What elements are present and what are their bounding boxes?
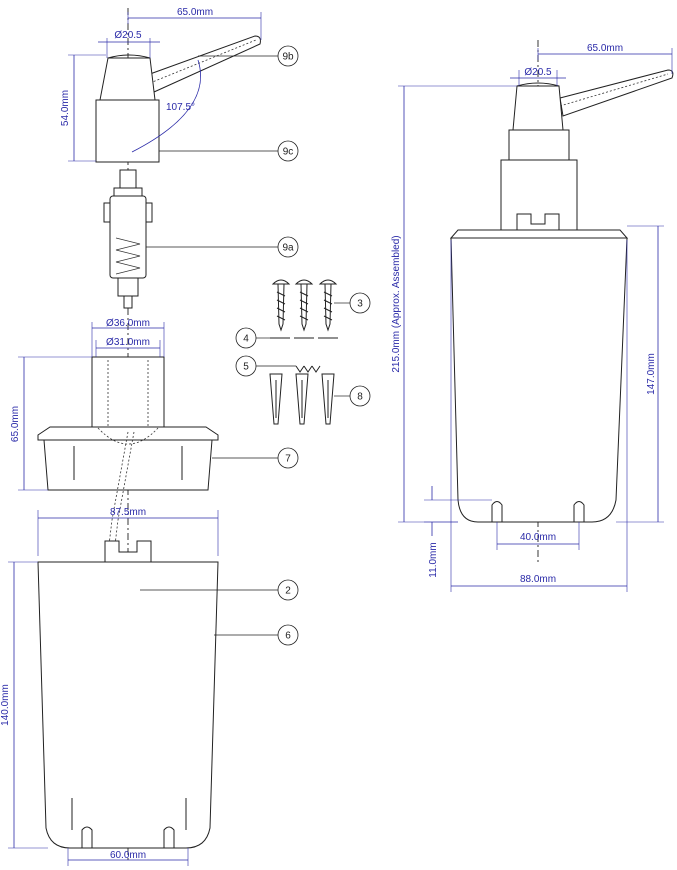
- svg-text:4: 4: [243, 334, 249, 345]
- svg-text:7: 7: [285, 454, 291, 465]
- callout-8: [349, 385, 371, 407]
- screw-1: [271, 279, 291, 332]
- screw-3: [318, 279, 338, 332]
- svg-text:8: 8: [357, 392, 363, 403]
- dim-spout-angle: 107.5°: [166, 102, 195, 113]
- dim-assembled-slot-spacing: 40.0mm: [520, 532, 556, 543]
- pump-tube-stub: [123, 295, 133, 309]
- assembled-collar-neck: [500, 159, 578, 231]
- svg-text:5: 5: [243, 362, 249, 373]
- assembled-pump-stem: [508, 129, 570, 161]
- svg-text:6: 6: [285, 631, 291, 642]
- dim-assembled-slot-height: 11.0mm: [428, 542, 439, 577]
- svg-text:2: 2: [285, 586, 291, 597]
- dim-assembled-cap-diameter: Ø20.5: [524, 67, 552, 78]
- pump-cap: [99, 57, 156, 101]
- clip-1: [295, 365, 305, 373]
- callout-5: [235, 355, 257, 377]
- svg-text:9a: 9a: [282, 243, 294, 254]
- dim-bottle-base-width: 60.0mm: [110, 850, 146, 861]
- bottle-neck: [104, 540, 152, 563]
- bottle-notch-left: [81, 826, 93, 848]
- dim-assembled-bottle-width: 88.0mm: [520, 574, 556, 585]
- callout-9a: [277, 236, 299, 258]
- assembled-bottle-body: [450, 237, 628, 523]
- clip-2: [303, 365, 313, 373]
- dim-collar-height: 65.0mm: [10, 406, 21, 442]
- bottle-body: [37, 561, 219, 849]
- dim-flange-inner-diameter: Ø31.0mm: [106, 337, 150, 348]
- assembled-view: Ø20.5 65.0mm 215.0mm (Approx. Assembled)…: [391, 40, 674, 592]
- svg-text:3: 3: [357, 299, 363, 310]
- dim-cap-diameter: Ø20.5: [114, 30, 142, 41]
- screw-2: [294, 279, 314, 332]
- screws: [271, 279, 338, 332]
- dim-assembled-bottle-height: 147.0mm: [646, 353, 657, 395]
- bottle-notch-right: [163, 826, 175, 848]
- assembled-notch-right: [573, 501, 585, 522]
- assembled-dimensions: Ø20.5 65.0mm 215.0mm (Approx. Assembled)…: [391, 43, 673, 592]
- pump-body: [95, 99, 160, 163]
- pump-stem: [119, 169, 137, 191]
- assembled-notch-left: [491, 501, 503, 522]
- assembled-spout-lever: [559, 69, 674, 117]
- dim-bottle-height: 140.0mm: [0, 684, 11, 726]
- assembled-bottle-neck: [516, 213, 560, 231]
- bottle-exploded: [37, 540, 219, 849]
- pump-cylinder: [109, 195, 147, 279]
- callout-9b: [277, 45, 299, 67]
- spout-hidden-line: [149, 39, 257, 84]
- pump-stem-collar: [113, 187, 143, 197]
- dim-collar-width: 87.5mm: [110, 507, 146, 518]
- spout-lever: [149, 35, 261, 93]
- exploded-view: 65.0mm Ø20.5 54.0mm 107.5° Ø36.0mm Ø31.0…: [0, 7, 371, 866]
- pump-valve: [117, 277, 139, 297]
- wall-plugs: [269, 373, 335, 425]
- pump-spring: [115, 237, 141, 275]
- clips: [295, 365, 321, 373]
- svg-text:9c: 9c: [283, 147, 294, 158]
- callout-7: [277, 447, 299, 469]
- callout-2: [277, 579, 299, 601]
- exploded-callouts: 9b 9c 9a 3 4 5 8 7 2: [140, 45, 371, 646]
- clip-3: [311, 365, 321, 373]
- pump-mechanism: [103, 169, 153, 309]
- collar-neck: [91, 356, 165, 428]
- dim-assembled-overall-height: 215.0mm (Approx. Assembled): [391, 235, 402, 372]
- pump-cap-top: [107, 54, 151, 59]
- dim-assembled-spout-length: 65.0mm: [587, 43, 623, 54]
- svg-text:9b: 9b: [282, 52, 294, 63]
- callout-4: [235, 327, 257, 349]
- dim-flange-outer-diameter: Ø36.0mm: [106, 318, 150, 329]
- callout-9c: [277, 140, 299, 162]
- assembled-pump-cap: [512, 85, 564, 131]
- callout-3: [349, 292, 371, 314]
- dim-pump-height: 54.0mm: [60, 90, 71, 126]
- pump-head: [95, 35, 261, 163]
- assembled-collar-flange: [449, 229, 629, 239]
- callout-6: [277, 624, 299, 646]
- exploded-dimensions: 65.0mm Ø20.5 54.0mm 107.5° Ø36.0mm Ø31.0…: [0, 7, 262, 866]
- dim-spout-length: 65.0mm: [177, 7, 213, 18]
- mounting-collar: [37, 356, 219, 491]
- spout-angle-arc: [131, 59, 202, 153]
